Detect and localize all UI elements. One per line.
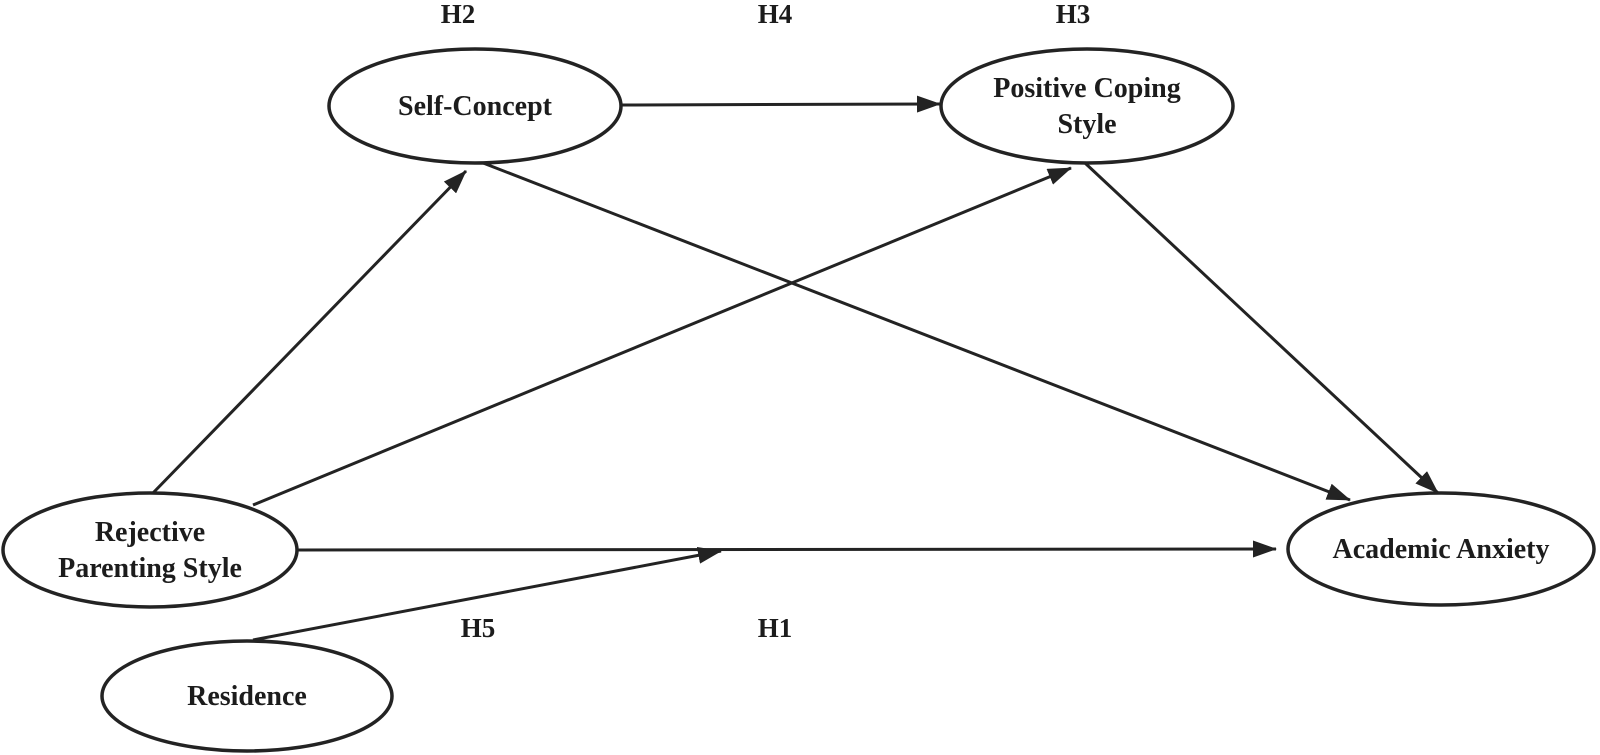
- node-ellipse-residence: [100, 639, 394, 753]
- node-ellipse-self-concept: [327, 47, 623, 165]
- edge-rejective-parenting-style-to-self-concept: [150, 169, 468, 496]
- hypothesis-label-h1: H1: [758, 613, 793, 643]
- node-ellipse-positive-coping-style: [939, 47, 1235, 165]
- hypothesis-label-h2: H2: [441, 0, 476, 29]
- node-label-line: Residence: [187, 681, 307, 712]
- node-label-line: Positive Coping: [993, 73, 1180, 104]
- node-residence: Residence: [100, 639, 394, 753]
- node-ellipse-rejective-parenting-style: [1, 491, 299, 609]
- node-academic-anxiety: Academic Anxiety: [1286, 491, 1596, 607]
- hypothesis-label-h3: H3: [1056, 0, 1091, 29]
- node-label-line: Parenting Style: [58, 553, 242, 584]
- node-label-self-concept: Self-Concept: [398, 91, 553, 122]
- node-label-residence: Residence: [187, 681, 307, 712]
- hypothesis-label-h5: H5: [461, 613, 496, 643]
- edge-rejective-parenting-style-to-positive-coping-style: [252, 166, 1072, 507]
- edge-self-concept-to-positive-coping-style: [621, 95, 941, 113]
- hypothesis-label-h4: H4: [758, 0, 793, 29]
- edge-self-concept-to-academic-anxiety: [477, 159, 1351, 502]
- node-label-academic-anxiety: Academic Anxiety: [1333, 534, 1550, 565]
- node-label-line: Self-Concept: [398, 91, 553, 122]
- node-ellipse-academic-anxiety: [1286, 491, 1596, 607]
- node-label-line: Academic Anxiety: [1333, 534, 1550, 565]
- node-label-line: Style: [1057, 109, 1116, 140]
- edge-residence-to-h1-path: [252, 546, 722, 642]
- node-self-concept: Self-Concept: [327, 47, 623, 165]
- node-label-line: Rejective: [95, 517, 205, 548]
- edge-rejective-parenting-style-to-academic-anxiety: [296, 540, 1277, 558]
- edge-positive-coping-style-to-academic-anxiety: [1083, 161, 1440, 495]
